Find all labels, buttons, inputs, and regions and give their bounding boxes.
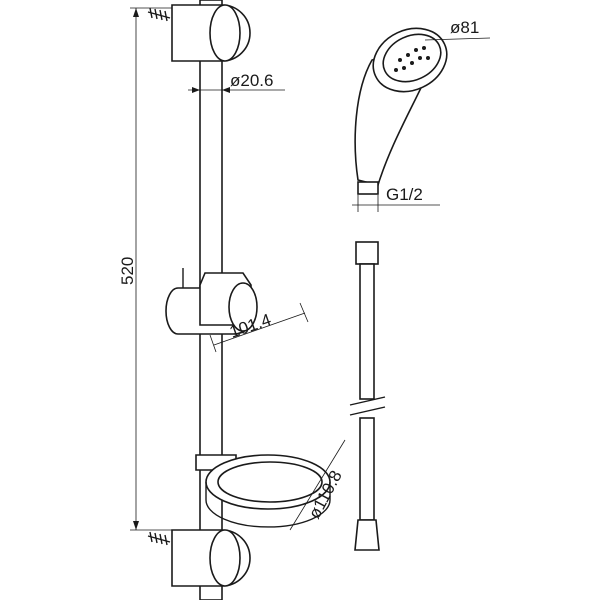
bottom-wall-bracket [147, 529, 251, 587]
rail-diameter-dimension [188, 87, 285, 93]
top-wall-bracket [147, 4, 251, 62]
soap-dish-dimension [289, 439, 346, 531]
slider-depth-dimension [209, 302, 309, 353]
soap-dish [195, 454, 331, 528]
height-label: 520 [118, 257, 137, 285]
handshower-diameter-label: ø81 [450, 18, 479, 37]
hand-shower [354, 27, 448, 195]
thread-dimension [352, 195, 440, 212]
handshower-slider [165, 268, 258, 335]
thread-label: G1/2 [386, 185, 423, 204]
handshower-diameter-dimension [424, 37, 491, 41]
shower-hose [349, 241, 386, 551]
rail-diameter-label: ø20.6 [230, 71, 273, 90]
height-dimension-line [130, 7, 200, 531]
